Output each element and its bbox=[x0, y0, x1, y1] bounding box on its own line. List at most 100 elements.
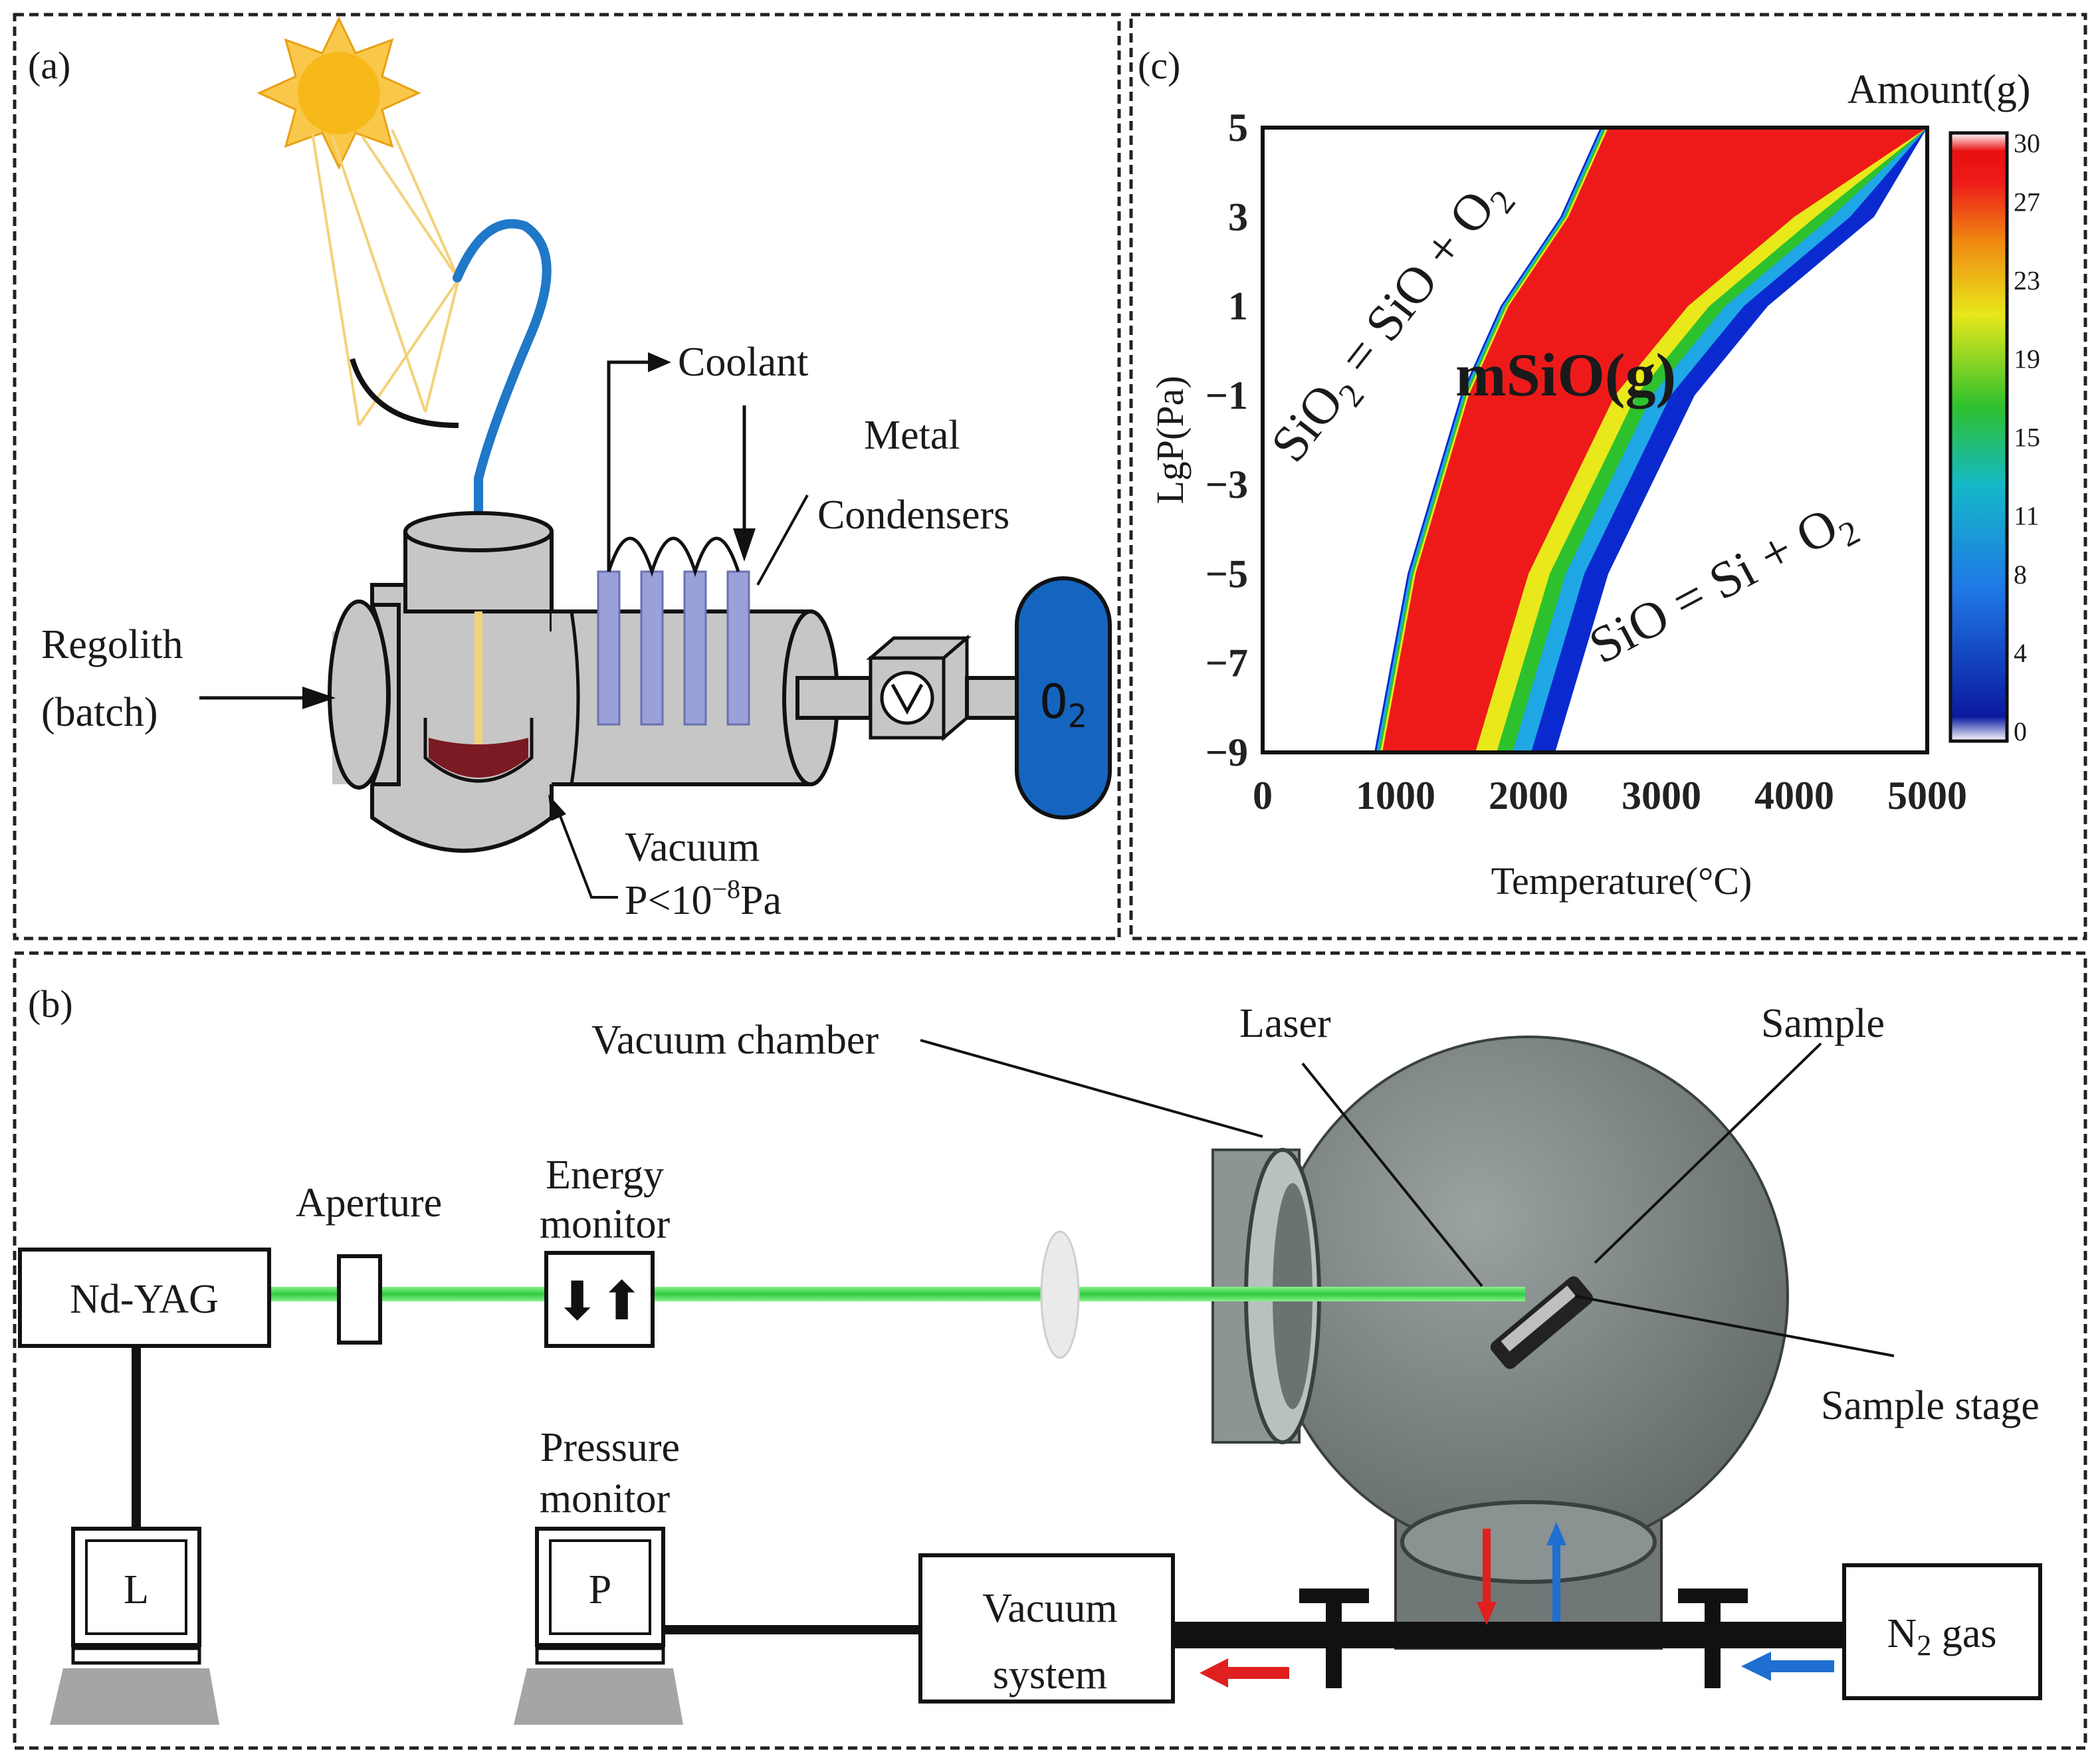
metal-label: Metal bbox=[864, 413, 960, 458]
aperture-box bbox=[337, 1254, 382, 1345]
vacuum-leader bbox=[557, 810, 618, 899]
colorbar-tick-label: 11 bbox=[2014, 501, 2040, 531]
panel-c-label: (c) bbox=[1138, 44, 1180, 87]
energy-monitor-box bbox=[544, 1251, 655, 1348]
solar-mirror bbox=[350, 358, 459, 428]
arrowhead bbox=[648, 352, 671, 372]
leader-lines bbox=[920, 1039, 1895, 1357]
colorbar-tick-label: 4 bbox=[2014, 638, 2027, 668]
crucible-melt bbox=[429, 738, 528, 778]
panel-a-label: (a) bbox=[28, 44, 70, 87]
x-tick-label: 2000 bbox=[1489, 774, 1568, 818]
vacuum-system-label-1: Vacuum bbox=[982, 1586, 1117, 1631]
metal-condensers bbox=[597, 536, 750, 726]
regolith-label: Regolith bbox=[41, 622, 183, 667]
chamber-outflow-arrow-icon bbox=[1477, 1529, 1497, 1625]
pressure-label-1: Pressure bbox=[540, 1425, 680, 1470]
y-axis-ticks: 5 3 1 −1 −3 −5 −7 −9 bbox=[1206, 106, 1248, 774]
colorbar-tick-label: 8 bbox=[2014, 560, 2027, 590]
colorbar bbox=[1948, 131, 2009, 743]
x-axis-label: Temperature(°C) bbox=[1491, 859, 1752, 903]
vacuum-label: Vacuum bbox=[625, 825, 760, 870]
pressure-monitor-computer: P bbox=[514, 1527, 683, 1725]
sun-icon bbox=[257, 16, 421, 170]
chamber-inflow-arrow-icon bbox=[1546, 1522, 1566, 1622]
y-tick-label: −3 bbox=[1206, 463, 1248, 506]
colorbar-title: Amount(g) bbox=[1847, 67, 2031, 112]
l-label: L bbox=[124, 1567, 149, 1612]
outflow-arrow-icon bbox=[1200, 1658, 1289, 1688]
o2-tank-label: O2 bbox=[1039, 675, 1087, 735]
y-axis-label: LgP(Pa) bbox=[1148, 376, 1192, 504]
pump-valve bbox=[866, 634, 1029, 742]
optical-fiber bbox=[453, 219, 552, 616]
y-tick-label: −5 bbox=[1206, 552, 1248, 596]
colorbar-tick-label: 23 bbox=[2014, 266, 2040, 296]
nd-yag-label: Nd-YAG bbox=[70, 1277, 219, 1322]
y-tick-label: 5 bbox=[1228, 106, 1248, 150]
region-label: mSiO(g) bbox=[1455, 341, 1676, 409]
x-tick-label: 5000 bbox=[1887, 774, 1967, 818]
inflow-arrow-icon bbox=[1741, 1652, 1834, 1681]
y-tick-label: 1 bbox=[1228, 284, 1248, 328]
panel-b: (b) Vacuum chamber Laser S bbox=[18, 982, 2042, 1725]
batch-label: (batch) bbox=[41, 690, 158, 735]
pressure-label-2: monitor bbox=[540, 1476, 671, 1521]
heat-band-red bbox=[1382, 128, 1927, 752]
colorbar-tick-label: 0 bbox=[2014, 716, 2027, 746]
coolant-label: Coolant bbox=[678, 340, 808, 385]
condensers-label: Condensers bbox=[817, 493, 1009, 538]
sun-rays bbox=[311, 129, 460, 427]
valve-right-icon bbox=[1678, 1589, 1748, 1688]
sample-stage-label: Sample stage bbox=[1821, 1383, 2040, 1428]
crucible bbox=[423, 718, 534, 783]
y-tick-label: −9 bbox=[1206, 730, 1248, 774]
colorbar-tick-label: 27 bbox=[2014, 187, 2040, 217]
panel-b-label: (b) bbox=[28, 982, 73, 1026]
sample-stage bbox=[1490, 1276, 1594, 1369]
n2-gas-label: N2 gas bbox=[1887, 1611, 1997, 1662]
energy-arrows-icon: ⬇⬆ bbox=[555, 1270, 644, 1332]
colorbar-ticks: 30 27 23 19 15 11 8 4 0 bbox=[2014, 128, 2040, 746]
arrowhead bbox=[302, 687, 336, 709]
colorbar-tick-label: 19 bbox=[2014, 344, 2040, 374]
valve-left-icon bbox=[1299, 1589, 1369, 1688]
vacuum-system-label-2: system bbox=[993, 1652, 1107, 1698]
x-tick-label: 0 bbox=[1253, 774, 1273, 818]
heatmap-layer bbox=[1374, 128, 1927, 752]
y-tick-label: 3 bbox=[1228, 195, 1248, 239]
p-label: P bbox=[589, 1567, 611, 1612]
laser-beam bbox=[269, 1287, 1525, 1301]
x-axis-ticks: 0 1000 2000 3000 4000 5000 bbox=[1253, 774, 1967, 818]
x-tick-label: 1000 bbox=[1356, 774, 1435, 818]
vacuum-system-box bbox=[918, 1553, 1175, 1704]
colorbar-tick-label: 15 bbox=[2014, 423, 2040, 453]
x-tick-label: 4000 bbox=[1754, 774, 1834, 818]
n2-gas-box bbox=[1842, 1563, 2042, 1700]
pressure-label: P<10−8Pa bbox=[625, 874, 782, 923]
focusing-lens bbox=[1040, 1230, 1080, 1359]
energy-label-2: monitor bbox=[540, 1202, 671, 1247]
x-tick-label: 3000 bbox=[1622, 774, 1701, 818]
panel-c-frame bbox=[1129, 13, 2087, 940]
vacuum-chamber-label: Vacuum chamber bbox=[591, 1018, 879, 1063]
energy-label-1: Energy bbox=[546, 1153, 664, 1198]
y-tick-label: −7 bbox=[1206, 641, 1248, 685]
nd-yag-laser-box bbox=[18, 1248, 271, 1348]
panel-a-frame bbox=[13, 13, 1121, 940]
laser-label: Laser bbox=[1239, 1001, 1331, 1046]
condenser-leader bbox=[756, 495, 809, 586]
plot-area bbox=[1261, 126, 1929, 754]
colorbar-tick-label: 30 bbox=[2014, 128, 2040, 158]
arrowhead bbox=[733, 528, 756, 562]
sample-label: Sample bbox=[1761, 1001, 1885, 1046]
y-tick-label: −1 bbox=[1206, 374, 1248, 417]
laser-controller-computer: L bbox=[50, 1527, 219, 1725]
oxygen-tank: O2 bbox=[1015, 576, 1112, 820]
coolant-out-arrow bbox=[607, 360, 651, 572]
arrowhead bbox=[548, 794, 566, 821]
aperture-label: Aperture bbox=[296, 1180, 442, 1226]
panel-a: (a) bbox=[28, 16, 1112, 923]
